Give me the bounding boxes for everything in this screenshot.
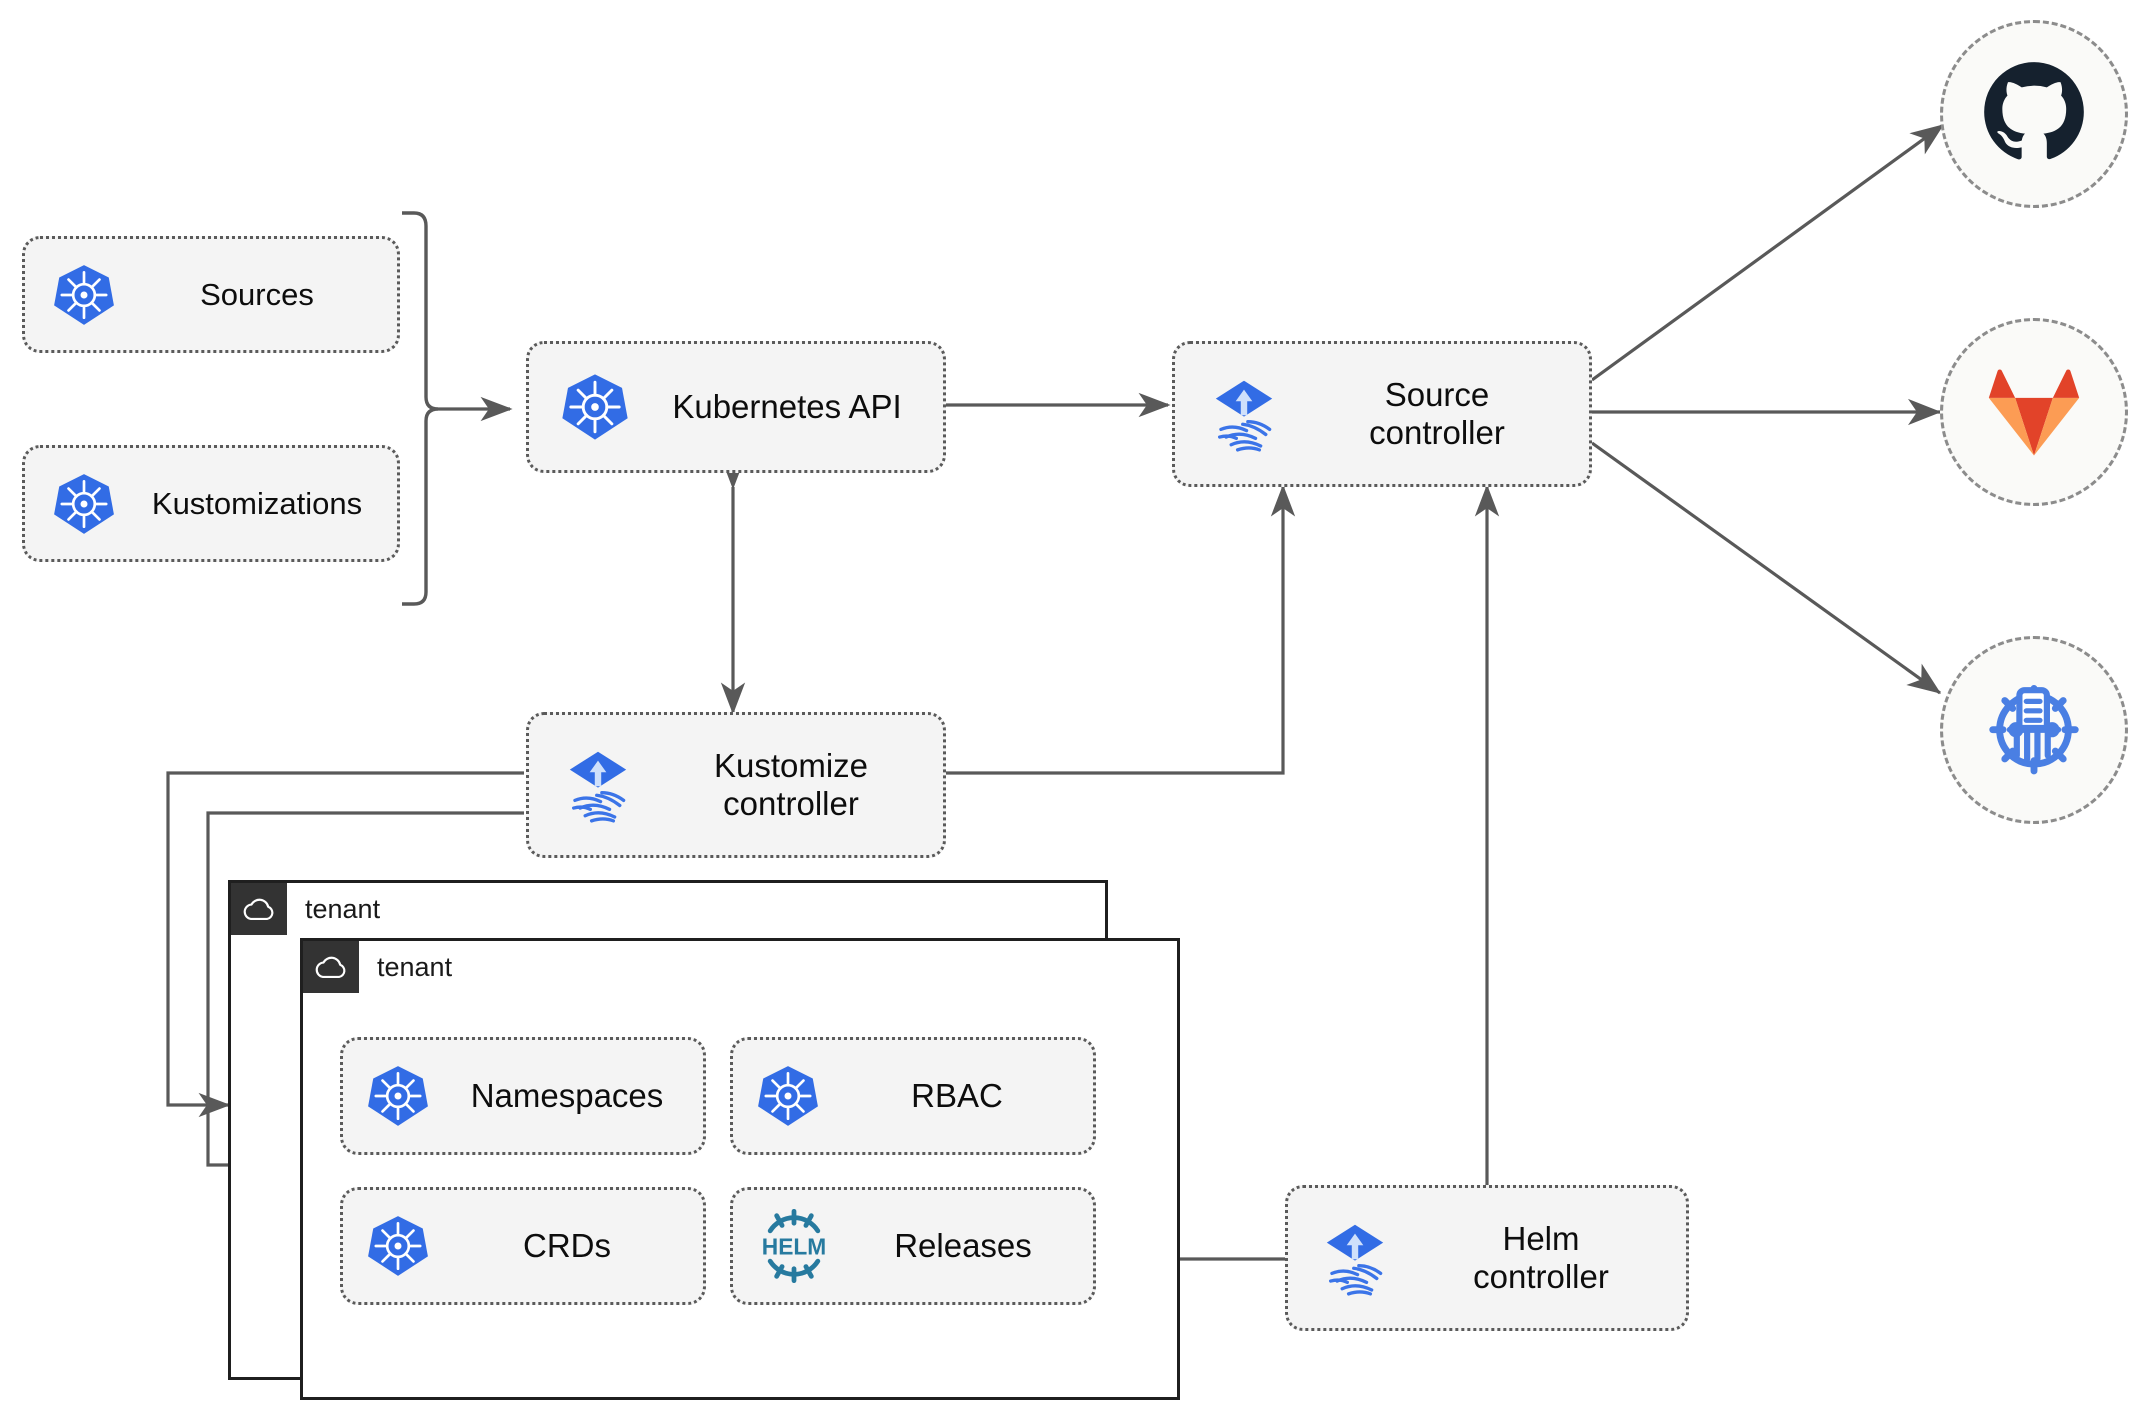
node-rbac[interactable]: RBAC xyxy=(730,1037,1096,1155)
node-label: Kubernetes API xyxy=(672,387,902,425)
helm-icon: HELM xyxy=(755,1209,833,1283)
arrow-source-to-helm-repo xyxy=(1591,441,1942,695)
node-sources[interactable]: Sources xyxy=(22,236,400,353)
node-label: Sources xyxy=(200,276,314,312)
svg-text:HELM: HELM xyxy=(762,1234,826,1260)
kubernetes-icon xyxy=(755,1063,821,1129)
tenant-label: tenant xyxy=(305,893,381,924)
node-label: Namespaces xyxy=(470,1076,664,1114)
cloud-icon xyxy=(303,941,359,993)
node-kustomizations[interactable]: Kustomizations xyxy=(22,445,400,562)
node-crds[interactable]: CRDs xyxy=(340,1187,706,1305)
node-helm-controller[interactable]: Helm controller xyxy=(1285,1185,1689,1331)
resource-bracket xyxy=(402,211,439,606)
kubernetes-icon xyxy=(51,262,117,328)
node-label: RBAC xyxy=(911,1076,1003,1114)
node-namespaces[interactable]: Namespaces xyxy=(340,1037,706,1155)
node-label: Kustomize controller xyxy=(713,746,869,822)
node-label: Kustomizations xyxy=(151,485,363,521)
tenant-header: tenant xyxy=(303,941,452,993)
gitlab-icon xyxy=(1982,358,2086,467)
tenant-frame-front[interactable]: tenant xyxy=(300,938,1180,1400)
kubernetes-icon xyxy=(365,1213,431,1279)
node-label: CRDs xyxy=(523,1226,611,1264)
repo-helm-repository[interactable] xyxy=(1940,636,2128,824)
node-label: Source controller xyxy=(1369,375,1505,451)
flux-icon xyxy=(1314,1217,1396,1299)
node-source-controller[interactable]: Source controller xyxy=(1172,341,1592,487)
kubernetes-icon xyxy=(51,471,117,537)
cloud-icon xyxy=(231,883,287,935)
node-kubernetes-api[interactable]: Kubernetes API xyxy=(526,341,946,473)
kubernetes-icon xyxy=(559,371,631,443)
arrow-source-to-github xyxy=(1591,123,1945,382)
flux-icon xyxy=(1203,373,1285,455)
kubernetes-icon xyxy=(365,1063,431,1129)
github-icon xyxy=(1982,60,2086,169)
tenant-label: tenant xyxy=(377,951,453,982)
tenant-header: tenant xyxy=(231,883,380,935)
repo-gitlab[interactable] xyxy=(1940,318,2128,506)
repo-github[interactable] xyxy=(1940,20,2128,208)
node-label: Helm controller xyxy=(1473,1219,1609,1295)
helm-repository-icon xyxy=(1979,673,2089,788)
flux-icon xyxy=(557,744,639,826)
arrow-kustomize-to-source xyxy=(945,484,1296,775)
node-kustomize-controller[interactable]: Kustomize controller xyxy=(526,712,946,858)
node-label: Releases xyxy=(894,1226,1032,1264)
node-releases[interactable]: HELM Releases xyxy=(730,1187,1096,1305)
